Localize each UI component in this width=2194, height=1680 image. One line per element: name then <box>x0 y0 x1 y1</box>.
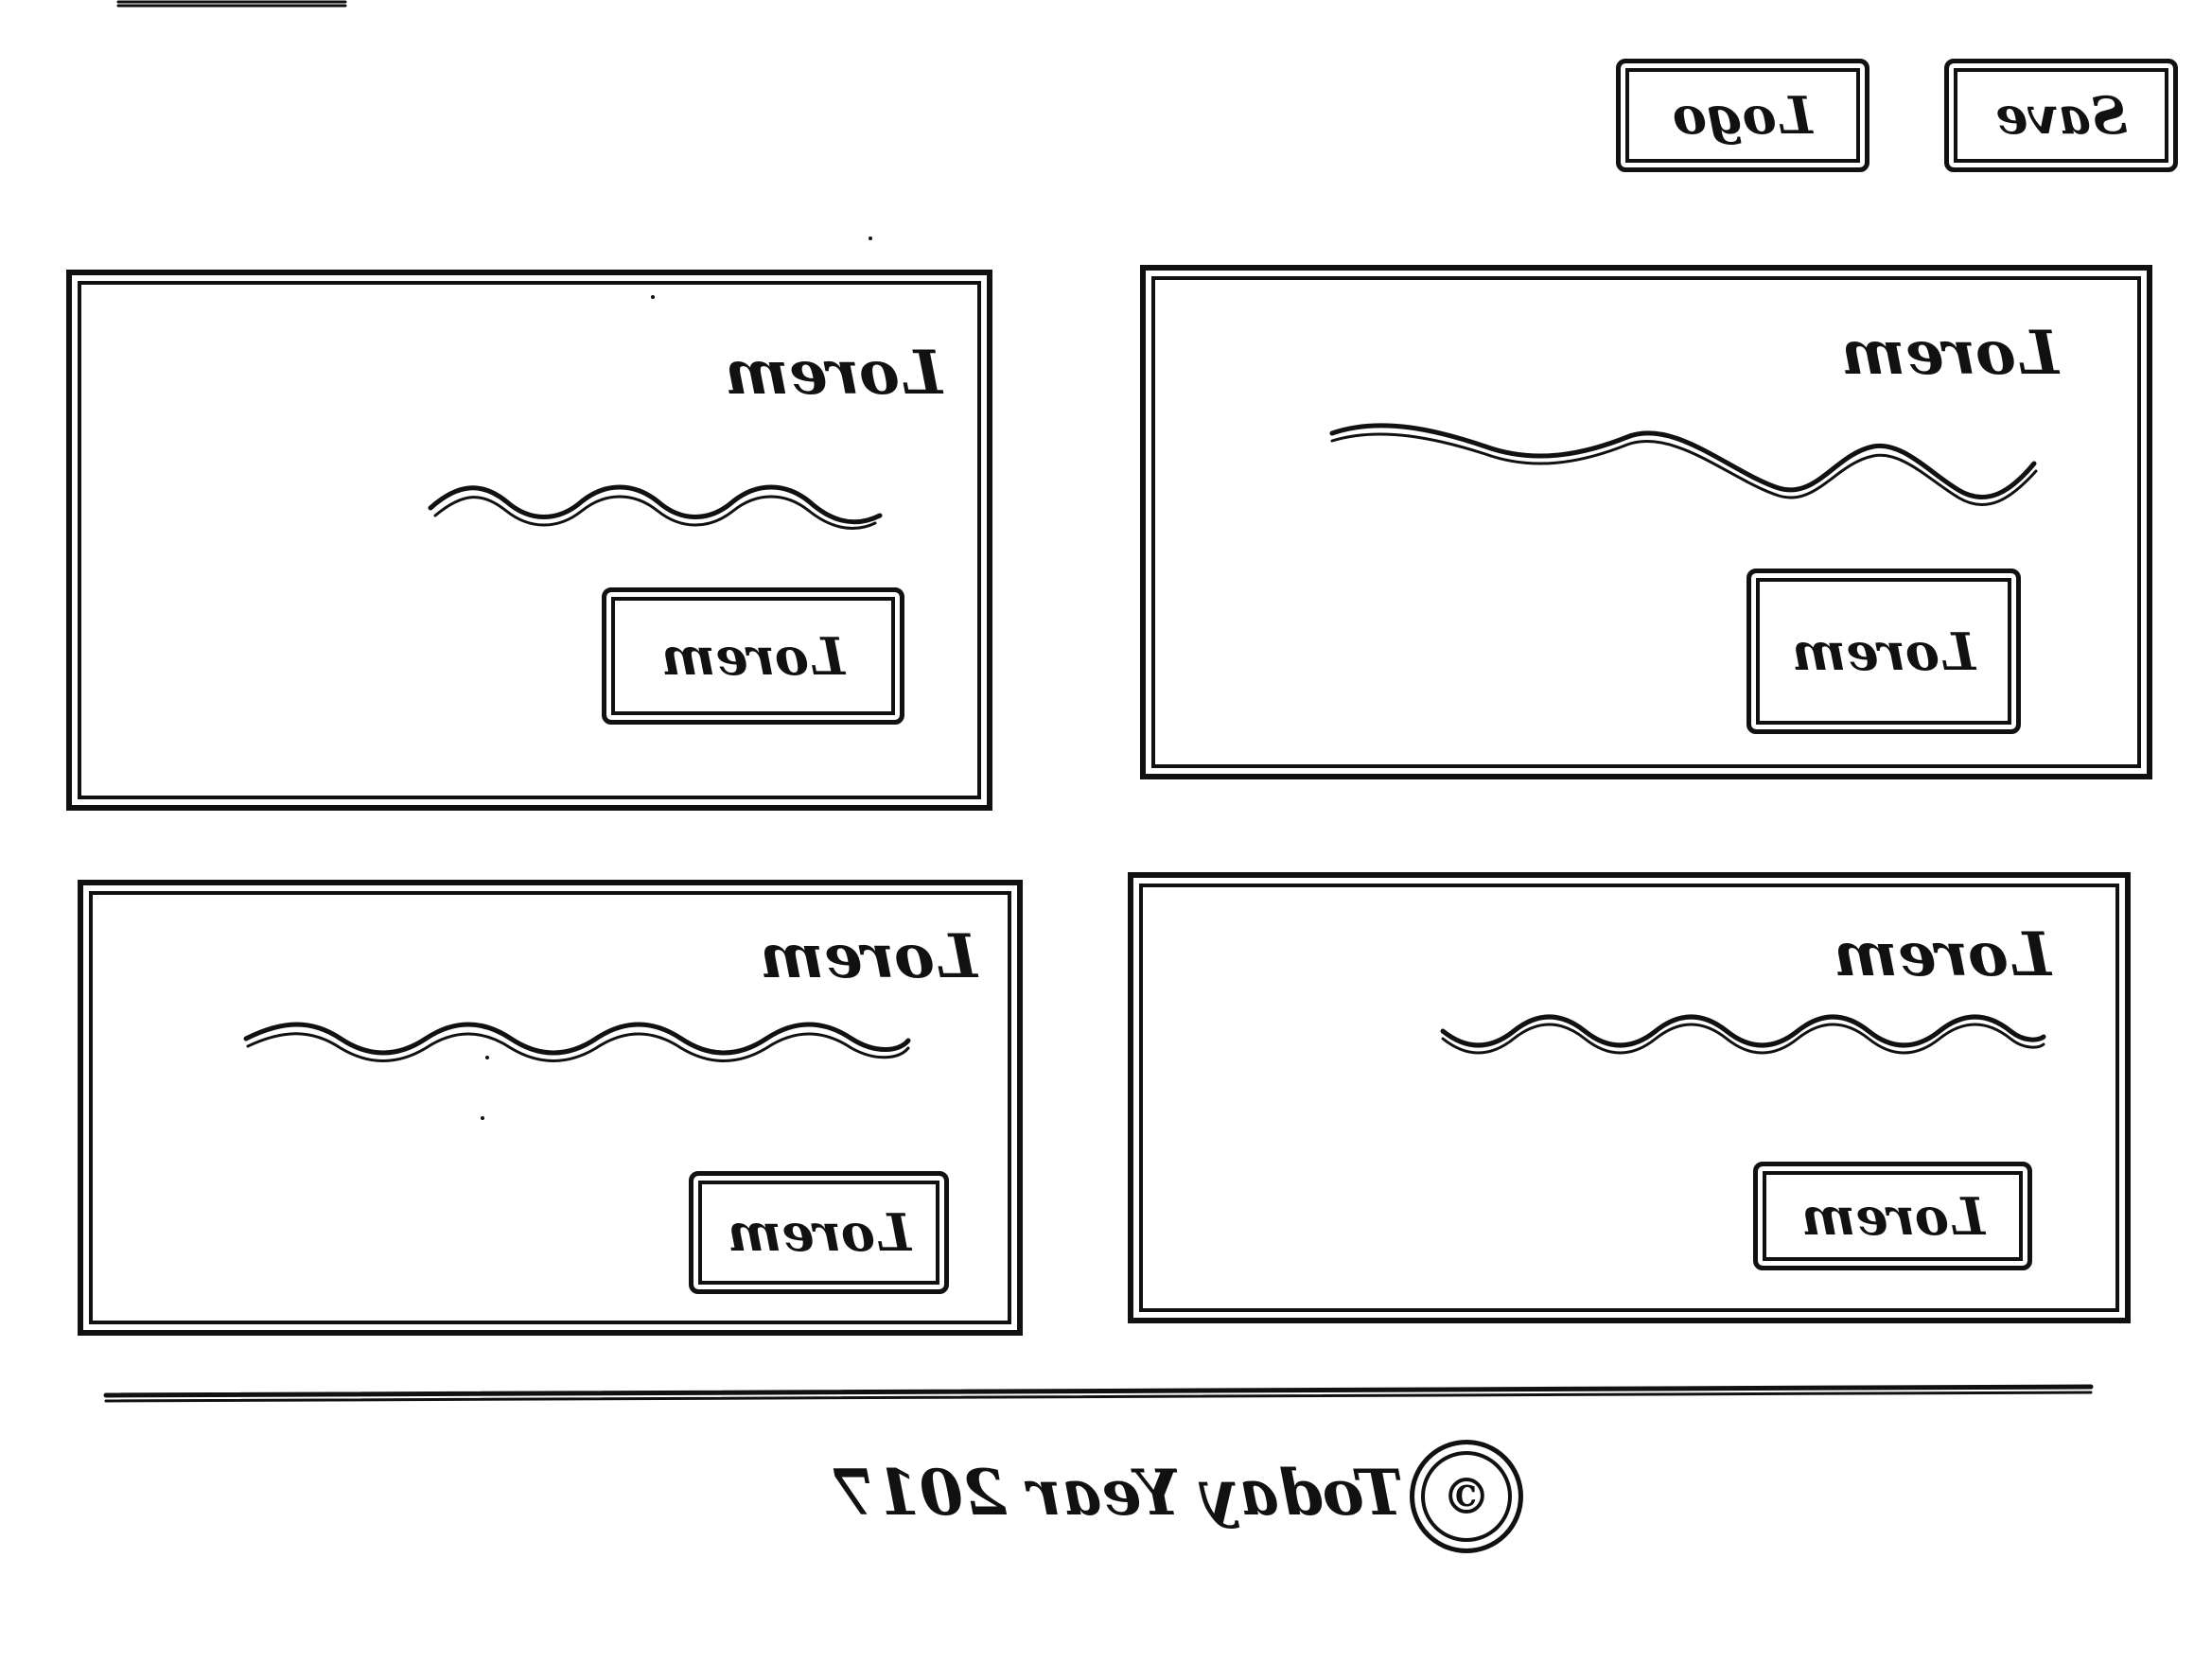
save-button[interactable]: Save <box>1944 59 2178 172</box>
card-title: Lorem <box>725 338 942 409</box>
card-action-button[interactable]: Lorem <box>1753 1162 2032 1270</box>
footer-divider <box>103 1384 2094 1398</box>
card-bottom-right: Lorem Lorem <box>1128 872 2131 1323</box>
logo-button[interactable]: Logo <box>1616 59 1869 172</box>
card-title: Lorem <box>760 921 977 992</box>
card-action-button[interactable]: Lorem <box>689 1171 949 1294</box>
card-action-label: Lorem <box>1800 1185 1985 1247</box>
card-bottom-left: Lorem Lorem <box>78 880 1023 1336</box>
card-title: Lorem <box>1841 318 2059 389</box>
logo-label: Logo <box>1673 85 1813 146</box>
card-action-label: Lorem <box>1792 621 1975 682</box>
card-action-label: Lorem <box>661 625 845 687</box>
copyright-icon: © <box>1410 1440 1523 1553</box>
card-top-left: Lorem Lorem <box>66 270 992 811</box>
card-top-right: Lorem Lorem <box>1140 265 2152 779</box>
card-title: Lorem <box>1834 919 2051 990</box>
card-action-button[interactable]: Lorem <box>1746 569 2021 734</box>
copyright-symbol: © <box>1442 1467 1491 1526</box>
card-action-label: Lorem <box>727 1202 911 1263</box>
footer-divider-echo <box>104 1391 2093 1403</box>
footer-text: Today Year 2017 <box>833 1456 1404 1530</box>
save-label: Save <box>1994 85 2128 146</box>
card-action-button[interactable]: Lorem <box>602 587 904 725</box>
